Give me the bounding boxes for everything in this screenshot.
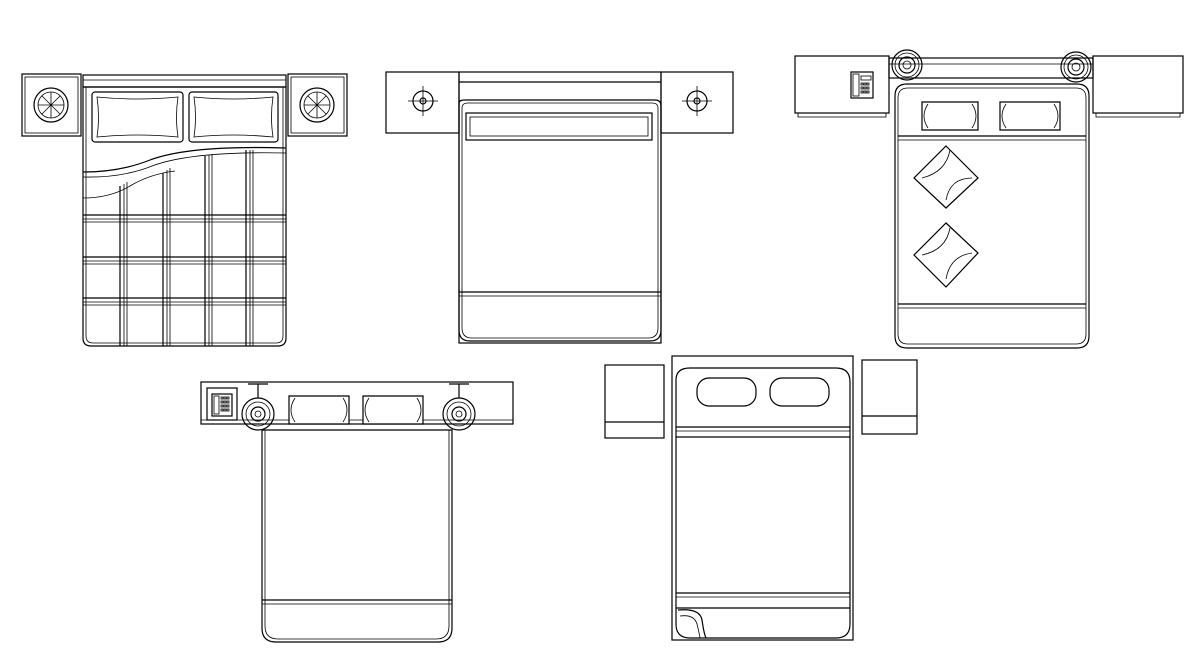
mattress <box>82 86 287 347</box>
pillow-right <box>769 377 830 407</box>
mattress <box>261 429 453 643</box>
nightstand-left <box>385 71 460 134</box>
lamp-right-icon <box>299 87 335 123</box>
mattress <box>894 83 1090 349</box>
lamp-left-icon <box>241 383 275 431</box>
cushion-lower <box>913 222 979 288</box>
lamp-left-icon <box>408 86 438 116</box>
lamp-right-icon <box>1060 51 1092 83</box>
cushion-upper <box>913 145 979 209</box>
blanket-bottom-fold <box>898 303 1086 309</box>
pillow-left <box>91 91 184 143</box>
bed-with-cushions <box>794 49 1184 349</box>
nightstand-right <box>1092 55 1184 118</box>
lamp-left-icon <box>33 87 69 123</box>
bed-simple-headboard <box>385 71 734 344</box>
nightstand-left <box>604 364 665 439</box>
nightstand-right <box>861 359 918 435</box>
blanket-fold <box>459 291 661 297</box>
blanket-bottom-fold <box>676 592 850 609</box>
plaid-vertical-stripes <box>119 150 254 346</box>
pillow <box>465 112 653 141</box>
nightstand-right <box>287 73 348 137</box>
plaid-horizontal-stripes <box>83 214 286 306</box>
lamp-right-icon <box>442 383 476 431</box>
pillow-right <box>999 101 1061 131</box>
bed-with-phone-console <box>200 381 514 643</box>
pillow-right <box>188 91 279 143</box>
headboard-console <box>200 381 514 425</box>
mattress <box>458 99 662 342</box>
blanket-plaid <box>82 146 287 346</box>
lamp-left-icon <box>891 49 923 81</box>
mattress <box>675 367 851 639</box>
lamp-right-icon <box>682 86 712 116</box>
pillow-left <box>696 377 757 407</box>
bed-folded-corner <box>604 355 918 641</box>
blanket-top-fold <box>898 135 1086 141</box>
pillow-right <box>362 395 424 425</box>
nightstand-left <box>21 73 82 137</box>
pillow-left <box>921 101 979 131</box>
blanket-fold <box>262 599 452 605</box>
phone-icon <box>211 393 233 417</box>
nightstand-left <box>206 387 238 421</box>
headboard <box>888 57 1094 79</box>
bed-frame <box>671 355 854 641</box>
bed-plaid-blanket <box>21 73 348 347</box>
blanket-top-fold <box>676 426 850 438</box>
pillow-left <box>288 395 350 425</box>
phone-icon <box>850 71 874 99</box>
folded-corner <box>677 609 707 639</box>
nightstand-left <box>794 55 890 118</box>
headboard <box>82 74 287 88</box>
